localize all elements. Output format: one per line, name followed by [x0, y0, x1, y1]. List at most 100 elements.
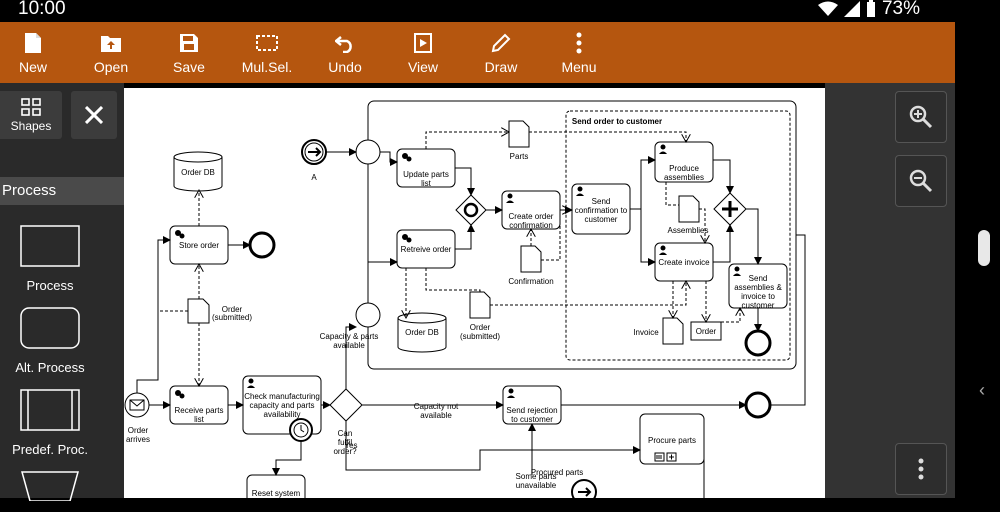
svg-text:list: list	[194, 415, 205, 424]
order-submitted-doc-2[interactable]	[469, 291, 491, 319]
draw-button[interactable]: Draw	[462, 22, 540, 83]
svg-text:Create order: Create order	[509, 212, 554, 221]
process-shape-icon	[20, 225, 80, 267]
multi-select-icon	[256, 35, 278, 51]
store-order-label: Store order	[179, 241, 219, 250]
svg-text:Capacity not: Capacity not	[414, 402, 459, 411]
svg-text:confirmation: confirmation	[509, 221, 553, 230]
more-dots-icon	[918, 458, 924, 480]
invoice-doc[interactable]	[662, 317, 684, 345]
undo-button[interactable]: Undo	[306, 22, 384, 83]
open-icon	[101, 36, 121, 52]
save-button[interactable]: Save	[150, 22, 228, 83]
svg-text:customer: customer	[742, 301, 775, 310]
svg-text:Order: Order	[222, 305, 243, 314]
battery-icon	[866, 0, 875, 17]
wifi-icon	[817, 1, 838, 16]
svg-text:A: A	[311, 173, 317, 182]
order-db-top[interactable]	[173, 151, 223, 192]
can-fulfil-gateway[interactable]	[329, 388, 363, 422]
send-order-group[interactable]	[565, 110, 791, 361]
svg-text:Assemblies: Assemblies	[668, 226, 709, 235]
file-icon	[25, 33, 41, 53]
svg-text:Check manufacturing: Check manufacturing	[244, 392, 320, 401]
subprocess-start-2[interactable]	[355, 302, 381, 328]
view-button[interactable]: View	[384, 22, 462, 83]
svg-text:arrives: arrives	[126, 435, 150, 444]
svg-text:fulfil: fulfil	[338, 438, 352, 447]
procure-parts-task[interactable]	[639, 413, 705, 465]
svg-text:Can: Can	[338, 429, 353, 438]
zoom-in-button[interactable]	[895, 91, 947, 143]
battery-level: 73%	[881, 0, 920, 19]
subprocess-end[interactable]	[744, 329, 772, 357]
assemblies-doc[interactable]	[678, 195, 700, 223]
predefined-process-shape-icon	[20, 389, 80, 431]
pencil-icon	[491, 33, 511, 53]
svg-text:Update parts: Update parts	[403, 170, 449, 179]
back-arrow-icon[interactable]: ‹	[979, 380, 985, 400]
zoom-out-button[interactable]	[895, 155, 947, 207]
svg-text:Receive parts: Receive parts	[175, 406, 224, 415]
zoom-out-icon	[909, 169, 933, 193]
svg-text:Order: Order	[128, 426, 149, 435]
grid-icon	[21, 97, 41, 116]
multi-select-button[interactable]: Mul.Sel.	[228, 22, 306, 83]
signal-icon	[843, 1, 860, 17]
subprocess-start-1[interactable]	[355, 139, 381, 165]
diagram-canvas[interactable]: Order DB Store order Order (submitted) O…	[124, 88, 825, 498]
svg-text:to customer: to customer	[511, 415, 553, 424]
open-button[interactable]: Open	[72, 22, 150, 83]
svg-text:Capacity & parts: Capacity & parts	[320, 332, 379, 341]
end-event-main[interactable]	[744, 391, 772, 419]
svg-text:Reset system: Reset system	[252, 489, 301, 498]
svg-text:Parts: Parts	[510, 152, 529, 161]
section-process[interactable]: Process	[0, 177, 124, 205]
shape-sidebar: Shapes Process Process Alt. Process Pred…	[0, 83, 124, 502]
order-submitted-doc-1[interactable]	[187, 298, 210, 324]
svg-text:available: available	[420, 411, 452, 420]
svg-text:Some parts: Some parts	[516, 472, 557, 481]
toolbar: New Open Save Mul.Sel. Undo View Draw Me…	[0, 22, 955, 83]
manual-operation-shape-icon	[21, 471, 79, 502]
end-event-store[interactable]	[248, 231, 276, 259]
save-icon	[180, 34, 198, 52]
svg-text:order?: order?	[333, 447, 357, 456]
svg-text:(submitted): (submitted)	[212, 313, 252, 322]
palette-alt-process[interactable]: Alt. Process	[0, 307, 100, 375]
more-options-button[interactable]	[895, 443, 947, 495]
svg-text:Create invoice: Create invoice	[658, 258, 710, 267]
alt-process-shape-icon	[20, 307, 80, 349]
menu-button[interactable]: Menu	[540, 22, 618, 83]
status-bar: 10:00 73%	[0, 0, 1000, 22]
svg-text:list: list	[421, 179, 432, 188]
bpmn-diagram[interactable]: Order DB Store order Order (submitted) O…	[124, 88, 825, 498]
svg-text:Produce: Produce	[669, 164, 699, 173]
status-time: 10:00	[18, 0, 66, 19]
svg-text:Invoice: Invoice	[633, 328, 659, 337]
palette-process[interactable]: Process	[0, 225, 100, 293]
undo-icon	[335, 36, 352, 53]
zoom-panel	[825, 83, 955, 498]
parts-unavailable-event[interactable]	[571, 479, 597, 498]
svg-text:Send rejection: Send rejection	[506, 406, 557, 415]
status-icons: 73%	[817, 0, 920, 20]
palette-manual-operation[interactable]	[0, 471, 100, 512]
shapes-button[interactable]: Shapes	[0, 91, 62, 139]
svg-text:Order: Order	[696, 327, 717, 336]
new-button[interactable]: New	[0, 22, 72, 83]
close-sidebar-button[interactable]	[71, 91, 117, 139]
send-order-group-label: Send order to customer	[572, 117, 662, 126]
scrollbar-thumb[interactable]	[978, 230, 990, 266]
svg-text:customer: customer	[585, 215, 618, 224]
svg-text:Send: Send	[592, 197, 611, 206]
svg-text:assemblies &: assemblies &	[734, 283, 782, 292]
svg-text:Procure parts: Procure parts	[648, 436, 696, 445]
menu-dots-icon	[576, 32, 582, 54]
parts-doc[interactable]	[508, 120, 530, 148]
palette-predefined-process[interactable]: Predef. Proc.	[0, 389, 100, 457]
order-db-top-label: Order DB	[181, 168, 215, 177]
merge-gateway[interactable]	[455, 194, 487, 226]
confirmation-doc[interactable]	[520, 245, 542, 273]
svg-text:availability: availability	[264, 410, 301, 419]
